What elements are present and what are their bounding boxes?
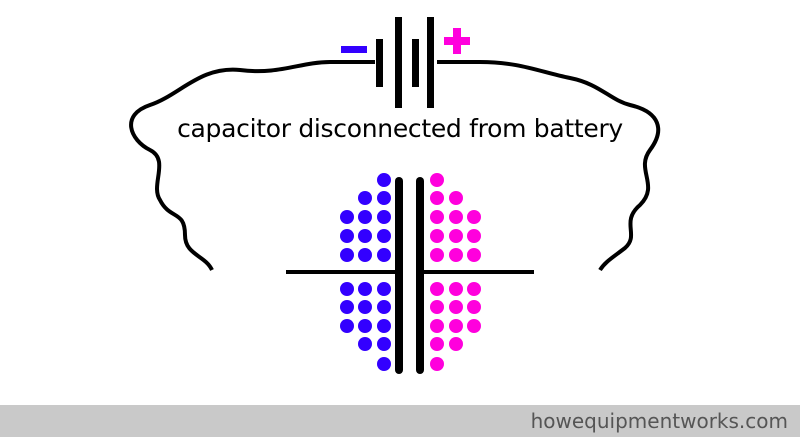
positive-charge-dot [467,210,481,224]
positive-charge-dot [430,210,444,224]
negative-charge-dot [340,282,354,296]
positive-charge-dot [430,191,444,205]
negative-charge-dot [377,173,391,187]
negative-charge-dot [358,337,372,351]
negative-charge-dot [358,229,372,243]
positive-charge-dot [430,248,444,262]
negative-charge-dot [340,229,354,243]
positive-charge-dot [467,229,481,243]
caption: capacitor disconnected from battery [177,114,623,143]
positive-charge-dot [430,357,444,371]
positive-charge-dot [449,248,463,262]
negative-charge-dot [377,337,391,351]
positive-charge-dot [449,191,463,205]
charges [340,173,481,371]
negative-charge-dot [340,300,354,314]
positive-charge-dot [449,337,463,351]
positive-charge-dot [467,282,481,296]
negative-terminal-icon [341,46,367,53]
site-name: howequipmentworks.com [530,409,788,433]
negative-charge-dot [377,282,391,296]
negative-charge-dot [358,210,372,224]
negative-charge-dot [377,210,391,224]
negative-charge-dot [358,319,372,333]
positive-charge-dot [467,248,481,262]
positive-terminal-icon [444,28,470,54]
positive-charge-dot [430,337,444,351]
positive-charge-dot [449,300,463,314]
right-wire [437,60,661,272]
negative-charge-dot [340,248,354,262]
positive-charge-dot [430,173,444,187]
positive-charge-dot [430,229,444,243]
positive-charge-dot [449,319,463,333]
negative-charge-dot [377,319,391,333]
negative-charge-dot [377,191,391,205]
footer-bar: howequipmentworks.com [0,405,800,437]
negative-charge-dot [340,319,354,333]
positive-charge-dot [467,300,481,314]
positive-charge-dot [430,282,444,296]
negative-charge-dot [358,191,372,205]
positive-charge-dot [467,319,481,333]
negative-charge-dot [358,300,372,314]
positive-charge-dot [430,300,444,314]
negative-charge-dot [340,210,354,224]
negative-charge-dot [377,248,391,262]
positive-charge-dot [449,210,463,224]
negative-charge-dot [377,357,391,371]
battery-symbol [376,17,434,108]
negative-charge-dot [377,300,391,314]
negative-charge-dot [377,229,391,243]
left-wire [129,60,375,272]
positive-charge-dot [449,282,463,296]
positive-charge-dot [430,319,444,333]
positive-charge-dot [449,229,463,243]
negative-charge-dot [358,248,372,262]
negative-charge-dot [358,282,372,296]
